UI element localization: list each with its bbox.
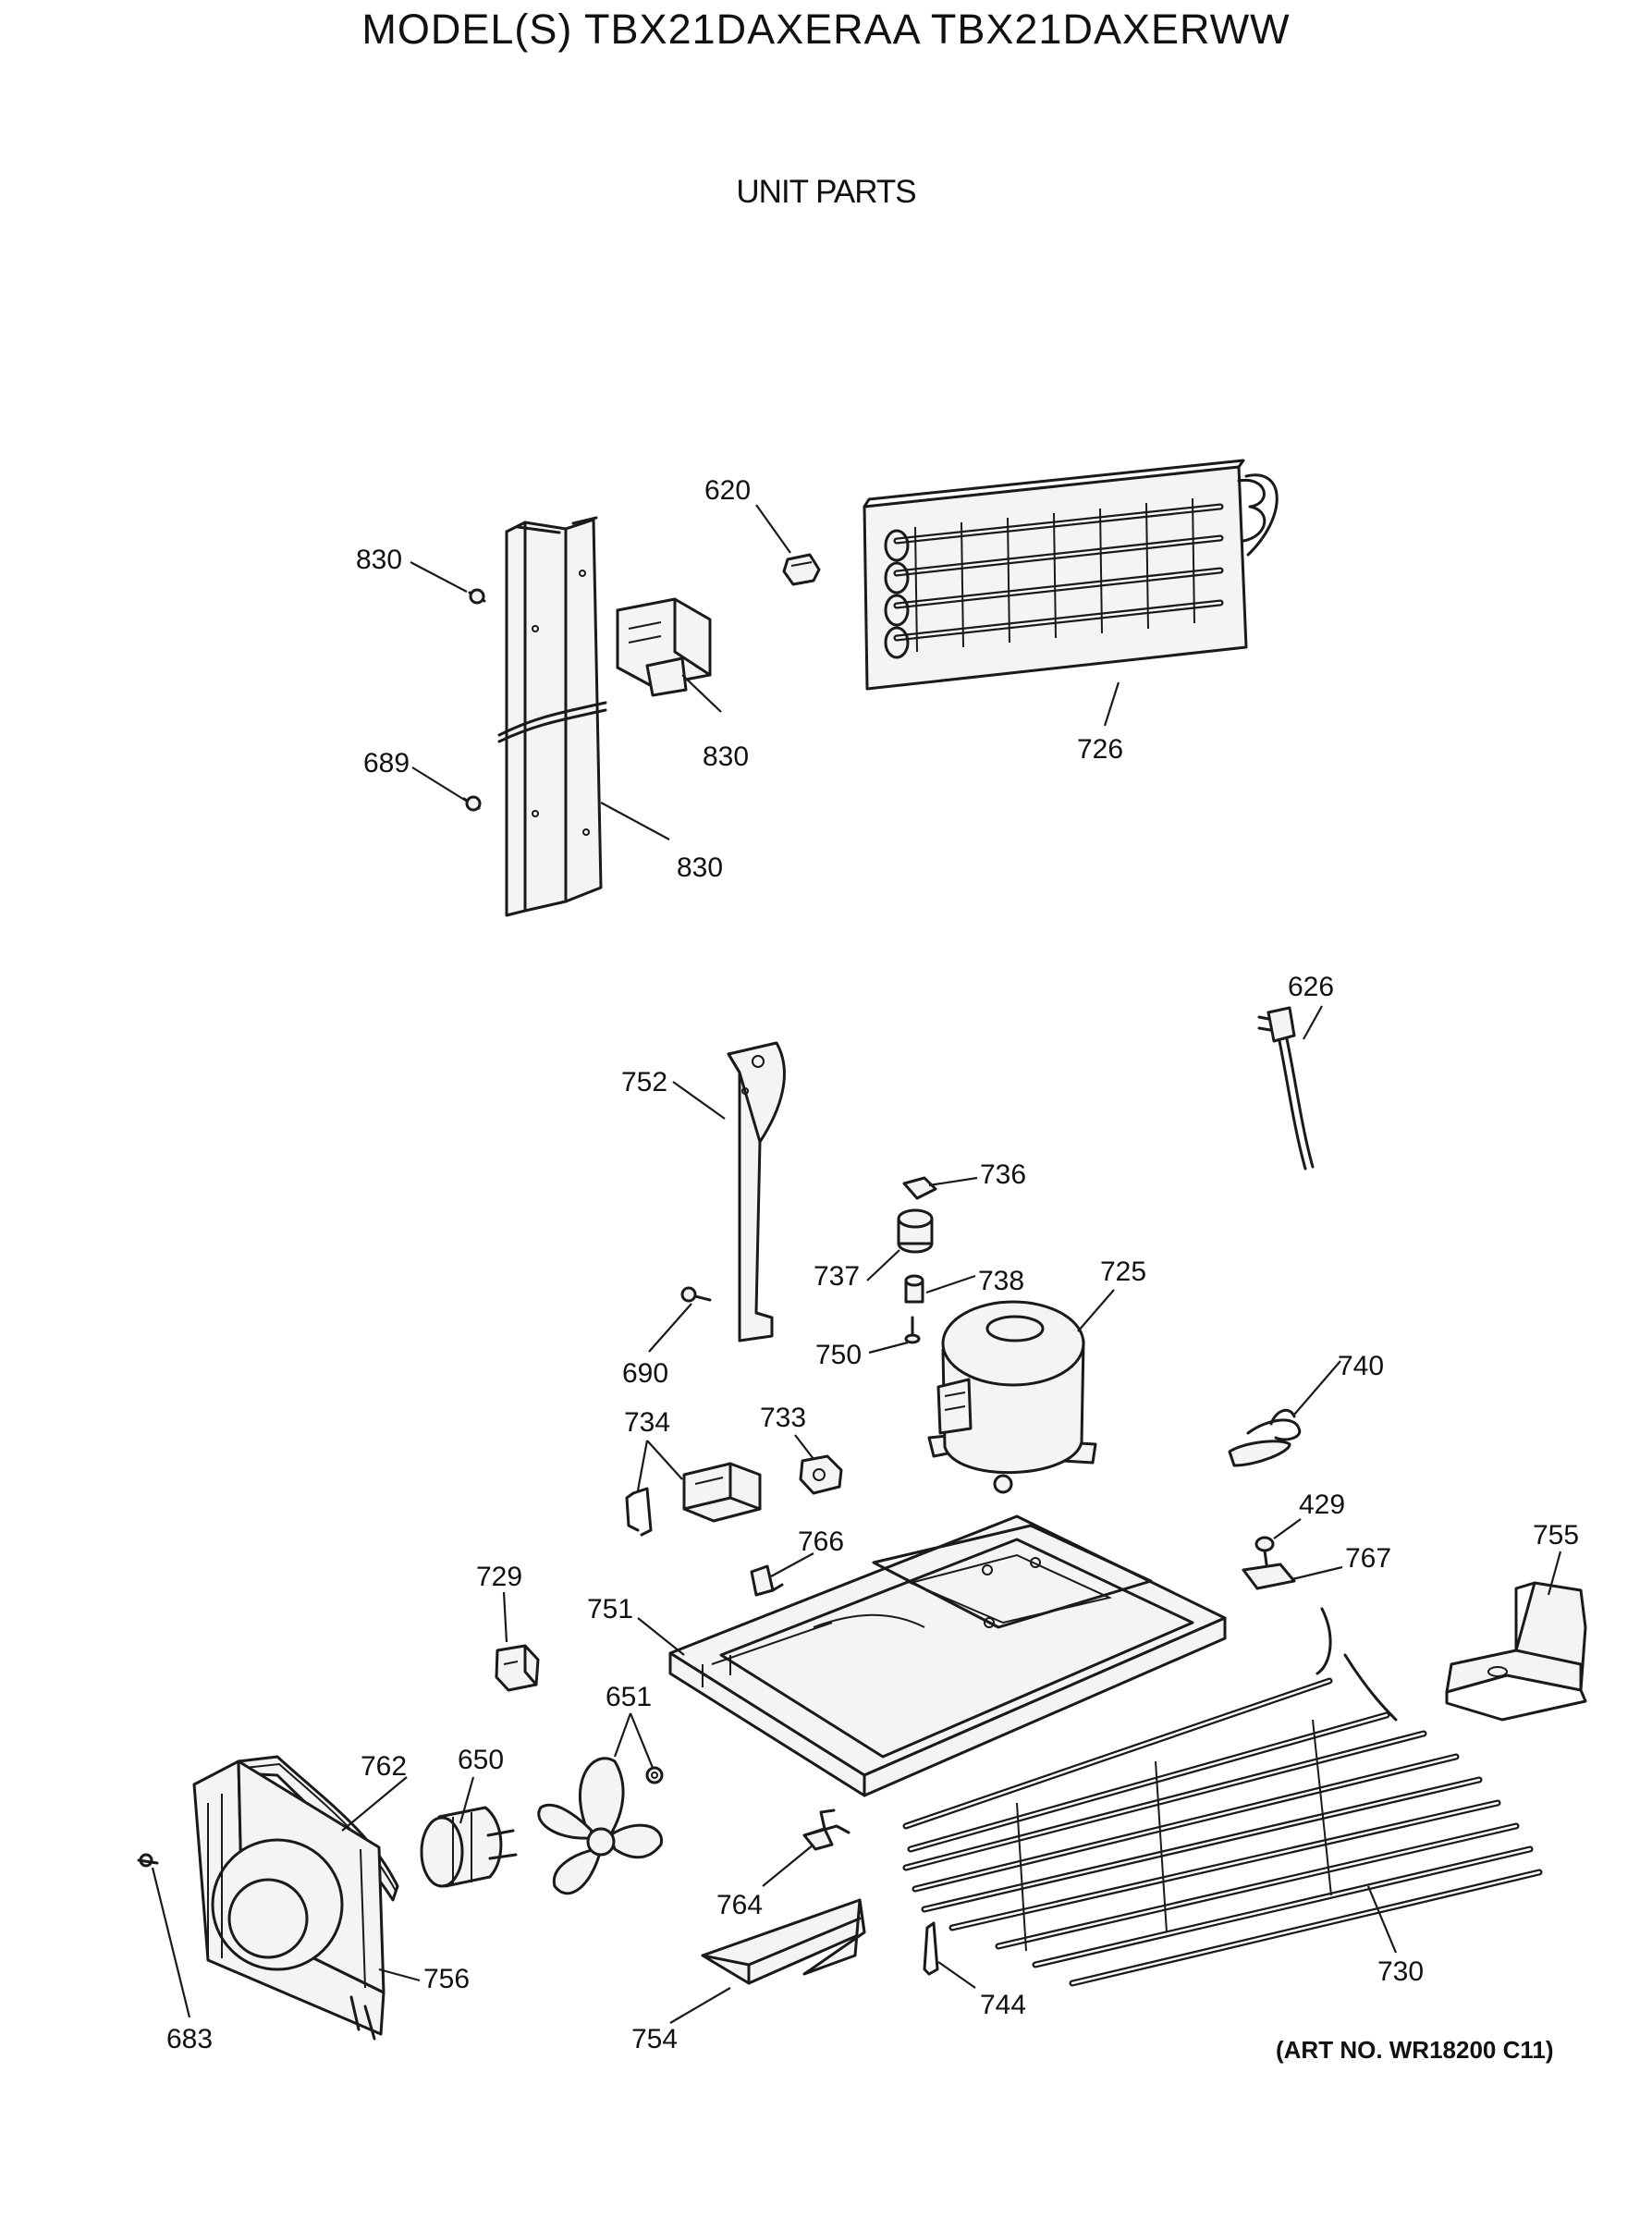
- screw-part: [680, 1286, 712, 1303]
- side-rail-part: [497, 516, 607, 917]
- condenser-coil-part: [902, 1607, 1543, 1987]
- callout-767: 767: [1345, 1543, 1391, 1574]
- art-number: (ART NO. WR18200 C11): [1276, 2036, 1554, 2064]
- grommet-clip-part: [902, 1176, 937, 1200]
- callout-750: 750: [815, 1340, 862, 1370]
- overload-part: [799, 1454, 843, 1495]
- leader-lines: [151, 504, 1562, 2024]
- clip-part: [923, 1921, 939, 1976]
- callout-429: 429: [1299, 1490, 1345, 1520]
- harness-part: [1228, 1408, 1302, 1467]
- callout-830: 830: [356, 545, 402, 575]
- callout-733: 733: [760, 1403, 806, 1433]
- callout-labels: 830 830 830 689 620 726 626 752 736 737 …: [166, 475, 1579, 2054]
- callout-626: 626: [1288, 972, 1334, 1002]
- screw-part: [1254, 1536, 1275, 1566]
- fan-motor-part: [420, 1806, 518, 1888]
- clip-part: [802, 1808, 850, 1851]
- capacitor-part: [495, 1644, 540, 1692]
- power-cord-part: [1257, 1006, 1315, 1171]
- callout-730: 730: [1377, 1956, 1424, 1987]
- callout-830: 830: [703, 742, 749, 772]
- bolt-part: [904, 1316, 921, 1344]
- screw-part: [462, 795, 482, 812]
- callout-752: 752: [621, 1067, 667, 1097]
- bracket-part: [727, 1041, 786, 1342]
- clip-part: [782, 553, 821, 586]
- callout-766: 766: [798, 1526, 844, 1557]
- callout-734: 734: [624, 1407, 670, 1438]
- callout-740: 740: [1338, 1351, 1384, 1381]
- base-pan-part: [668, 1514, 1227, 1797]
- callout-762: 762: [361, 1751, 407, 1782]
- screw-part: [468, 588, 486, 605]
- clip-part: [750, 1564, 784, 1597]
- callout-651: 651: [606, 1682, 652, 1712]
- model-title: MODEL(S) TBX21DAXERAA TBX21DAXERWW: [361, 6, 1291, 53]
- callout-755: 755: [1533, 1520, 1579, 1551]
- callout-754: 754: [631, 2024, 678, 2054]
- callout-620: 620: [704, 475, 751, 506]
- section-title: UNIT PARTS: [736, 174, 916, 210]
- callout-683: 683: [166, 2024, 213, 2054]
- bracket-clip-part: [1242, 1563, 1296, 1590]
- screw-part: [137, 1853, 159, 1868]
- callout-738: 738: [978, 1266, 1024, 1296]
- callout-650: 650: [458, 1745, 504, 1775]
- callout-764: 764: [716, 1890, 763, 1920]
- callout-689: 689: [363, 748, 410, 778]
- drain-trough-part: [701, 1898, 866, 1985]
- callout-830: 830: [677, 852, 723, 883]
- sleeve-part: [904, 1274, 924, 1304]
- fan-blade-part: [537, 1757, 663, 1895]
- relay-part: [682, 1462, 762, 1523]
- callout-756: 756: [423, 1964, 470, 1994]
- callout-690: 690: [622, 1358, 668, 1389]
- callout-729: 729: [476, 1562, 522, 1592]
- callout-736: 736: [980, 1159, 1026, 1190]
- spring-clip-part: [625, 1487, 653, 1537]
- compressor-part: [927, 1300, 1097, 1494]
- callout-725: 725: [1100, 1257, 1146, 1287]
- corner-bracket-part: [1445, 1581, 1587, 1722]
- callout-751: 751: [587, 1594, 633, 1624]
- fan-shroud-part: [192, 1759, 385, 2041]
- callout-726: 726: [1077, 734, 1123, 765]
- duct-part: [616, 597, 712, 697]
- callout-744: 744: [980, 1990, 1026, 2020]
- nut-part: [645, 1766, 664, 1784]
- grommet-part: [897, 1208, 934, 1254]
- evaporator-part: [863, 459, 1279, 691]
- callout-737: 737: [814, 1261, 860, 1292]
